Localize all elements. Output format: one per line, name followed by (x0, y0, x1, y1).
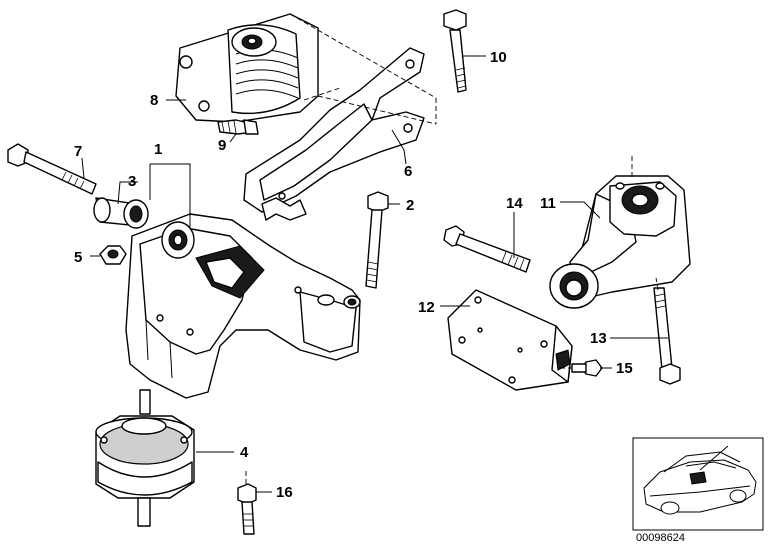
bolt-part-13 (653, 277, 681, 385)
callout-10: 10 (490, 49, 507, 66)
callout-9: 9 (218, 137, 226, 154)
bracket-part-6 (243, 47, 425, 221)
bolt-part-10 (443, 9, 467, 93)
callout-13: 13 (590, 330, 607, 347)
bolt-part-2 (365, 191, 389, 289)
main-bracket-part-1 (125, 213, 361, 399)
callout-15: 15 (616, 360, 633, 377)
bolt-part-9 (217, 119, 259, 135)
document-number: 00098624 (636, 532, 685, 544)
callout-5: 5 (74, 249, 82, 266)
callout-2: 2 (406, 197, 414, 214)
callout-3: 3 (128, 173, 136, 190)
vehicle-thumbnail: 00098624 (632, 437, 764, 544)
callout-8: 8 (150, 92, 158, 109)
bushing-part-3 (93, 197, 149, 229)
callout-4: 4 (240, 444, 249, 461)
leader-lines (81, 55, 668, 493)
bolt-part-16 (237, 470, 257, 535)
engine-mount-part-4 (95, 389, 195, 527)
callouts: 1 2 3 4 5 6 7 8 9 10 11 12 13 14 15 16 (74, 49, 633, 501)
callout-14: 14 (506, 195, 523, 212)
callout-1: 1 (154, 141, 162, 158)
transmission-mount-part-11 (549, 156, 691, 309)
callout-7: 7 (74, 143, 82, 160)
callout-6: 6 (404, 163, 412, 180)
bolt-part-15 (560, 359, 603, 377)
car-illustration (643, 445, 757, 515)
bolt-part-14 (443, 225, 531, 273)
callout-16: 16 (276, 484, 293, 501)
plate-part-12 (447, 289, 573, 391)
engine-mount-part-8 (175, 13, 319, 123)
callout-11: 11 (540, 195, 556, 212)
callout-12: 12 (418, 299, 435, 316)
nut-part-5 (99, 245, 127, 265)
bolt-part-7 (7, 143, 97, 195)
assembly-lines-upper (289, 13, 437, 125)
